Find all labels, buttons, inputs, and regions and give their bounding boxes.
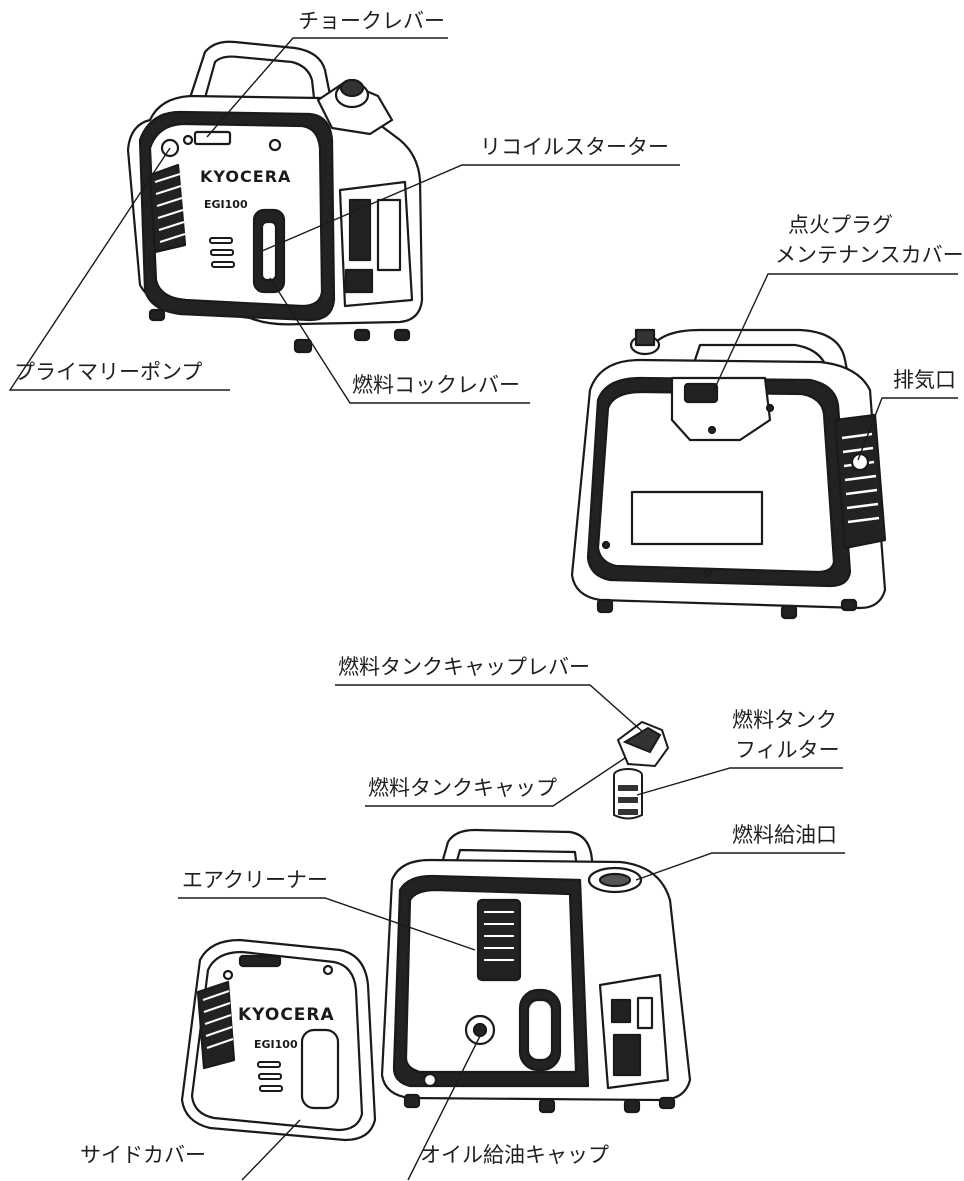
top-fuel-cap [316, 78, 394, 136]
label-fuel-inlet: 燃料給油口 [732, 823, 837, 847]
cover-handle-slot [238, 954, 282, 968]
leader-fuel-tank-cap [365, 757, 626, 807]
feet [148, 308, 411, 354]
cover-window [300, 1028, 340, 1110]
brand-logo-cover: KYOCERA EGI100 [238, 1005, 335, 1051]
leader-fuel-tank-filter [636, 767, 843, 796]
choke-plate [193, 130, 232, 146]
label-air-cleaner: エアクリーナー [182, 868, 328, 892]
leader-exhaust-port [857, 397, 958, 461]
label-spark-plug-cover-line2: メンテナンスカバー [775, 243, 964, 267]
leader-spark-plug-cover [712, 273, 958, 393]
generator-rear-view [570, 328, 887, 620]
leader-primary-pump [8, 147, 230, 391]
label-primary-pump: プライマリーポンプ [14, 360, 203, 384]
panel-slots [209, 237, 235, 268]
cover-vents [196, 980, 236, 1070]
generator-front-view [126, 40, 424, 354]
leader-oil-filler-cap [407, 1035, 481, 1181]
label-fuel-tank-cap-lever: 燃料タンクキャップレバー [338, 655, 590, 679]
label-spark-plug-cover-line1: 点火プラグ [788, 213, 893, 237]
leader-recoil-starter [261, 164, 680, 252]
leader-choke-lever [206, 37, 448, 138]
leader-fuel-tank-cap-lever [335, 684, 644, 733]
leader-fuel-inlet [635, 852, 845, 881]
label-recoil-starter: リコイルスターター [480, 135, 669, 159]
label-fuel-tank-filter-line1: 燃料タンク [732, 708, 837, 732]
svg-text:EGI100: EGI100 [254, 1038, 298, 1051]
svg-text:KYOCERA: KYOCERA [200, 167, 291, 186]
label-fuel-tank-cap: 燃料タンクキャップ [368, 776, 557, 800]
label-exhaust-port: 排気口 [893, 368, 956, 392]
side-cover-part [180, 938, 377, 1142]
rear-label-plate [630, 490, 764, 546]
label-oil-filler-cap: オイル給油キャップ [420, 1143, 609, 1167]
label-fuel-cock-lever: 燃料コックレバー [352, 373, 520, 397]
brand-logo-front: KYOCERA EGI100 [200, 167, 291, 211]
fuel-tank-cap-part [616, 720, 670, 768]
label-side-cover: サイドカバー [80, 1143, 206, 1167]
leader-lines [8, 37, 958, 1181]
leader-fuel-cock-lever [269, 277, 530, 404]
label-choke-lever: チョークレバー [298, 9, 445, 33]
leader-side-cover [241, 1119, 301, 1181]
leader-air-cleaner [178, 897, 476, 951]
fuel-tank-filter-part [613, 768, 643, 820]
svg-text:KYOCERA: KYOCERA [238, 1005, 335, 1025]
label-fuel-tank-filter-line2: フィルター [735, 738, 840, 762]
svg-text:EGI100: EGI100 [204, 198, 248, 211]
carry-handle [188, 40, 332, 99]
generator-open-view [380, 828, 692, 1114]
